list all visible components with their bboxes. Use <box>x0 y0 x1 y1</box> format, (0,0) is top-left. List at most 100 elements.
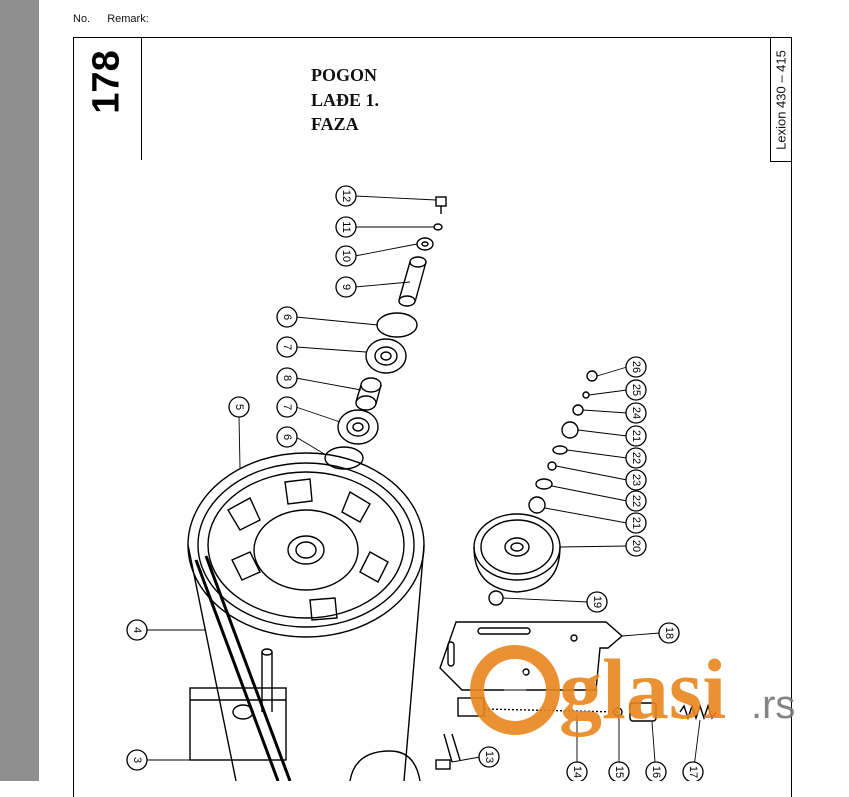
svg-text:25: 25 <box>630 384 642 396</box>
callout-6: 6 <box>276 426 298 448</box>
exploded-parts-drawing: 12 11 10 9 6 7 8 7 6 5 4 3 26 25 24 21 2… <box>126 185 717 781</box>
bolt-part <box>435 733 461 770</box>
washer-part <box>488 590 504 606</box>
bolt-part <box>435 196 447 214</box>
page-number-box <box>73 37 142 160</box>
svg-text:17: 17 <box>687 766 699 778</box>
callout-13: 13 <box>478 746 500 768</box>
callout-21: 21 <box>625 425 647 447</box>
svg-text:12: 12 <box>340 190 352 202</box>
callout-17: 17 <box>682 761 704 781</box>
callout-22: 22 <box>625 490 647 512</box>
svg-text:7: 7 <box>281 404 293 410</box>
svg-text:6: 6 <box>281 314 293 320</box>
sleeve-part <box>398 256 427 307</box>
callout-10: 10 <box>335 245 357 267</box>
callout-11: 11 <box>335 216 357 238</box>
callout-18: 18 <box>658 622 680 644</box>
sleeve-part <box>629 702 657 722</box>
svg-text:14: 14 <box>571 766 583 778</box>
large-pulley-part <box>187 452 425 781</box>
title-line: POGON <box>311 65 377 85</box>
svg-text:22: 22 <box>630 452 642 464</box>
callout-22: 22 <box>625 447 647 469</box>
model-box <box>770 37 792 162</box>
washer-part <box>582 391 590 399</box>
svg-text:20: 20 <box>630 540 642 552</box>
tensioner-bracket-part <box>439 621 624 717</box>
callout-6: 6 <box>276 306 298 328</box>
callout-7: 7 <box>276 336 298 358</box>
callout-8: 8 <box>276 367 298 389</box>
bearing-part <box>337 409 379 445</box>
bearing-part <box>528 496 546 514</box>
shaft-end-part <box>349 750 421 781</box>
svg-text:6: 6 <box>281 434 293 440</box>
tension-pulley-part <box>473 513 561 593</box>
callout-9: 9 <box>335 276 357 298</box>
svg-text:26: 26 <box>630 361 642 373</box>
svg-text:13: 13 <box>483 751 495 763</box>
svg-text:7: 7 <box>281 344 293 350</box>
svg-text:21: 21 <box>630 517 642 529</box>
snap-ring-part <box>376 312 418 338</box>
viewer-left-gutter <box>0 0 39 781</box>
callout-3: 3 <box>126 749 148 771</box>
page-header: No. Remark: <box>73 13 163 25</box>
spacer-part <box>547 461 557 471</box>
callout-19: 19 <box>586 591 608 613</box>
v-belt-part <box>194 555 292 781</box>
callout-15: 15 <box>608 761 630 781</box>
snap-ring-part <box>324 446 364 470</box>
drawing-title: POGON LAĐE 1. FAZA <box>311 63 379 137</box>
svg-text:18: 18 <box>663 627 675 639</box>
nut-part <box>613 707 623 717</box>
callout-14: 14 <box>566 761 588 781</box>
no-label: No. <box>73 13 91 25</box>
callout-25: 25 <box>625 379 647 401</box>
svg-text:22: 22 <box>630 495 642 507</box>
callout-24: 24 <box>625 402 647 424</box>
bearing-bracket-part <box>189 648 287 761</box>
spacer-part <box>416 237 434 251</box>
washer-part <box>572 404 584 416</box>
svg-text:10: 10 <box>340 250 352 262</box>
svg-text:23: 23 <box>630 474 642 486</box>
nut-part <box>586 370 598 382</box>
callout-12: 12 <box>335 185 357 207</box>
snap-ring-part <box>552 445 568 455</box>
callout-26: 26 <box>625 356 647 378</box>
svg-text:9: 9 <box>340 284 352 290</box>
callout-5: 5 <box>228 396 250 418</box>
svg-text:4: 4 <box>131 627 143 633</box>
snap-ring-part <box>535 478 553 490</box>
document-page <box>39 0 849 781</box>
leader-lines <box>146 195 701 776</box>
spring-part <box>679 703 717 721</box>
remark-label: Remark: <box>107 13 149 25</box>
bearing-part <box>561 421 579 439</box>
callout-4: 4 <box>126 619 148 641</box>
svg-text:21: 21 <box>630 430 642 442</box>
watermark-brand-tail: glasi <box>559 641 726 737</box>
svg-text:3: 3 <box>131 757 143 763</box>
oglasi-watermark: glasi .rs <box>470 641 795 737</box>
callout-7: 7 <box>276 396 298 418</box>
svg-text:24: 24 <box>630 407 642 419</box>
callout-21: 21 <box>625 512 647 534</box>
title-line: LAĐE 1. <box>311 89 380 110</box>
svg-text:16: 16 <box>650 766 662 778</box>
washer-part <box>433 223 443 231</box>
drawing-frame <box>73 37 792 797</box>
title-line: FAZA <box>311 114 359 134</box>
bearing-part <box>365 338 407 374</box>
part-callouts: 12 11 10 9 6 7 8 7 6 5 4 3 26 25 24 21 2… <box>126 185 704 781</box>
svg-text:5: 5 <box>233 404 245 410</box>
svg-text:11: 11 <box>340 221 352 232</box>
bushing-part <box>355 377 382 411</box>
watermark-suffix: .rs <box>751 683 795 727</box>
svg-text:19: 19 <box>591 596 603 608</box>
svg-text:15: 15 <box>613 766 625 778</box>
callout-16: 16 <box>645 761 667 781</box>
svg-text:8: 8 <box>281 375 293 381</box>
